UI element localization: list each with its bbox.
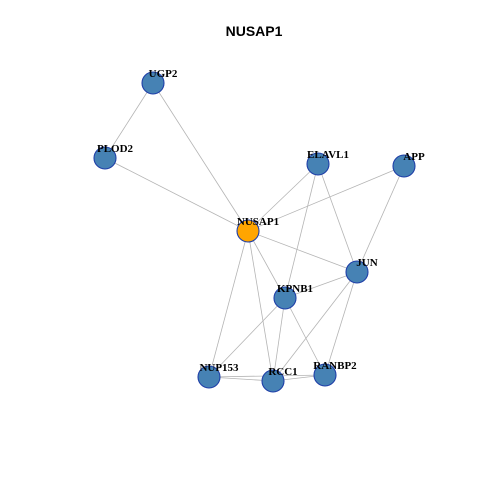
edge-elavl1-nusap1 xyxy=(247,163,319,232)
edge-elavl1-kpnb1 xyxy=(284,163,319,299)
edge-ugp2-nusap1 xyxy=(152,82,249,232)
node-label-nusap1: NUSAP1 xyxy=(237,216,279,228)
node-jun[interactable] xyxy=(345,260,369,284)
node-label-plod2: PLOD2 xyxy=(97,143,134,155)
node-app[interactable] xyxy=(392,154,416,178)
node-label-app: APP xyxy=(403,151,425,163)
node-nup153[interactable] xyxy=(197,365,221,389)
edges-layer xyxy=(104,82,405,382)
edge-ugp2-plod2 xyxy=(104,82,154,159)
edge-kpnb1-ranbp2 xyxy=(284,297,326,376)
node-label-elavl1: ELAVL1 xyxy=(307,149,349,161)
edge-kpnb1-rcc1 xyxy=(272,297,286,382)
node-nusap1[interactable] xyxy=(236,219,260,243)
node-ranbp2[interactable] xyxy=(313,363,337,387)
nodes-layer xyxy=(93,71,416,393)
node-kpnb1[interactable] xyxy=(273,286,297,310)
node-label-nup153: NUP153 xyxy=(199,362,239,374)
edge-nusap1-nup153 xyxy=(208,230,249,378)
edge-jun-kpnb1 xyxy=(284,271,358,299)
edge-plod2-nusap1 xyxy=(104,157,249,232)
edge-nusap1-rcc1 xyxy=(247,230,274,382)
node-label-ranbp2: RANBP2 xyxy=(313,360,357,372)
node-ugp2[interactable] xyxy=(141,71,165,95)
node-label-jun: JUN xyxy=(356,257,377,269)
node-elavl1[interactable] xyxy=(306,152,330,176)
edge-jun-ranbp2 xyxy=(324,271,358,376)
node-label-rcc1: RCC1 xyxy=(268,366,297,378)
edge-jun-rcc1 xyxy=(272,271,358,382)
edge-nusap1-jun xyxy=(247,230,358,273)
edge-app-jun xyxy=(356,165,405,273)
node-rcc1[interactable] xyxy=(261,369,285,393)
edge-kpnb1-nup153 xyxy=(208,297,286,378)
node-label-kpnb1: KPNB1 xyxy=(277,283,313,295)
edge-elavl1-jun xyxy=(317,163,358,273)
graph-title: NUSAP1 xyxy=(226,23,283,39)
node-plod2[interactable] xyxy=(93,146,117,170)
node-label-ugp2: UGP2 xyxy=(149,68,178,80)
edge-app-nusap1 xyxy=(247,165,405,232)
edge-nusap1-kpnb1 xyxy=(247,230,286,299)
